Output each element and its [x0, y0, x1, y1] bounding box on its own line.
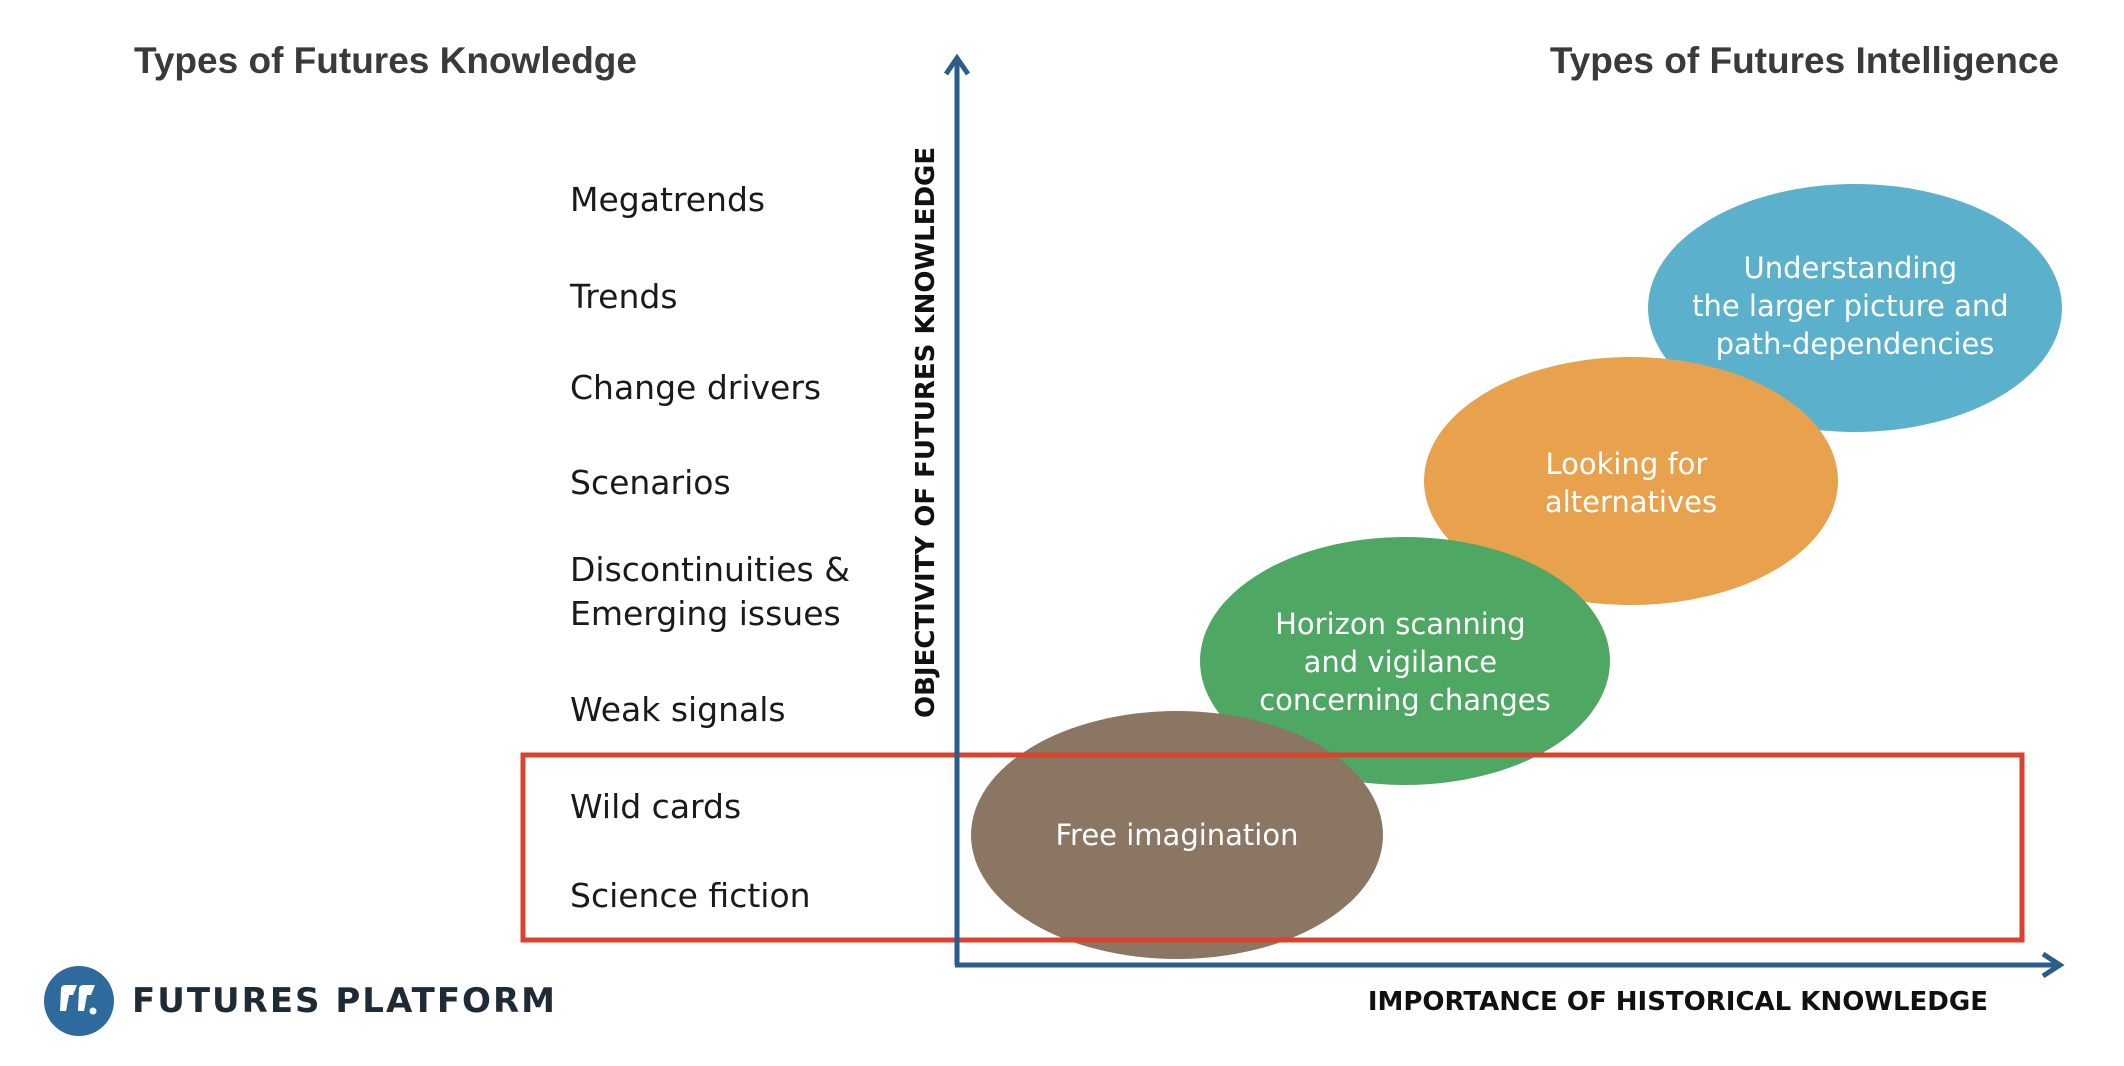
ellipse-label-line: Horizon scanning [1275, 607, 1526, 641]
title-futures-knowledge: Types of Futures Knowledge [134, 40, 637, 81]
ellipse-horizon-scanning [1200, 537, 1610, 785]
ellipse-label-line: and vigilance [1304, 645, 1497, 679]
knowledge-item-science-fiction: Science fiction [570, 876, 811, 915]
knowledge-item-megatrends: Megatrends [570, 180, 766, 219]
ellipse-label-line: Free imagination [1055, 818, 1298, 852]
ellipse-label-line: path-dependencies [1716, 327, 1995, 361]
ellipse-label-free-imagination: Free imagination [1055, 818, 1298, 852]
knowledge-item-discontinuities: Discontinuities & Emerging issues [570, 550, 850, 633]
knowledge-types-list: Megatrends Trends Change drivers Scenari… [570, 0, 900, 1066]
brand-logo: FUTURES PLATFORM [44, 966, 557, 1036]
ellipse-label-understanding-larger-picture: Understanding the larger picture and pat… [1692, 251, 2018, 361]
knowledge-item-wild-cards: Wild cards [570, 787, 742, 826]
ellipse-label-line: the larger picture and [1692, 289, 2009, 323]
ellipse-looking-for-alternatives [1424, 357, 1838, 605]
ellipse-label-looking-for-alternatives: Looking for alternatives [1545, 447, 1717, 519]
ellipse-label-line: alternatives [1545, 485, 1717, 519]
knowledge-item-scenarios: Scenarios [570, 463, 731, 502]
x-axis-arrowhead [2041, 951, 2065, 979]
knowledge-item-change-drivers: Change drivers [570, 368, 822, 407]
axes [943, 53, 2065, 979]
logo-glyph [60, 985, 97, 1015]
ellipse-free-imagination [971, 711, 1383, 959]
ellipse-label-line: concerning changes [1259, 683, 1551, 717]
highlight-box [520, 752, 2025, 943]
x-axis-label: IMPORTANCE OF HISTORICAL KNOWLEDGE [1368, 987, 1988, 1017]
ellipse-label-line: Understanding [1744, 251, 1958, 285]
ellipse-understanding-larger-picture [1648, 184, 2062, 432]
title-futures-intelligence: Types of Futures Intelligence [1549, 40, 2059, 81]
brand-name: FUTURES PLATFORM [132, 981, 557, 1021]
y-axis-arrowhead [943, 53, 971, 76]
y-axis-label: OBJECTIVITY OF FUTURES KNOWLEDGE [911, 147, 941, 718]
futures-platform-logo-icon [44, 966, 114, 1036]
knowledge-item-weak-signals: Weak signals [570, 690, 786, 729]
knowledge-item-trends: Trends [570, 277, 678, 316]
ellipse-label-line: Looking for [1545, 447, 1707, 481]
ellipse-label-horizon-scanning: Horizon scanning and vigilance concernin… [1259, 607, 1551, 717]
